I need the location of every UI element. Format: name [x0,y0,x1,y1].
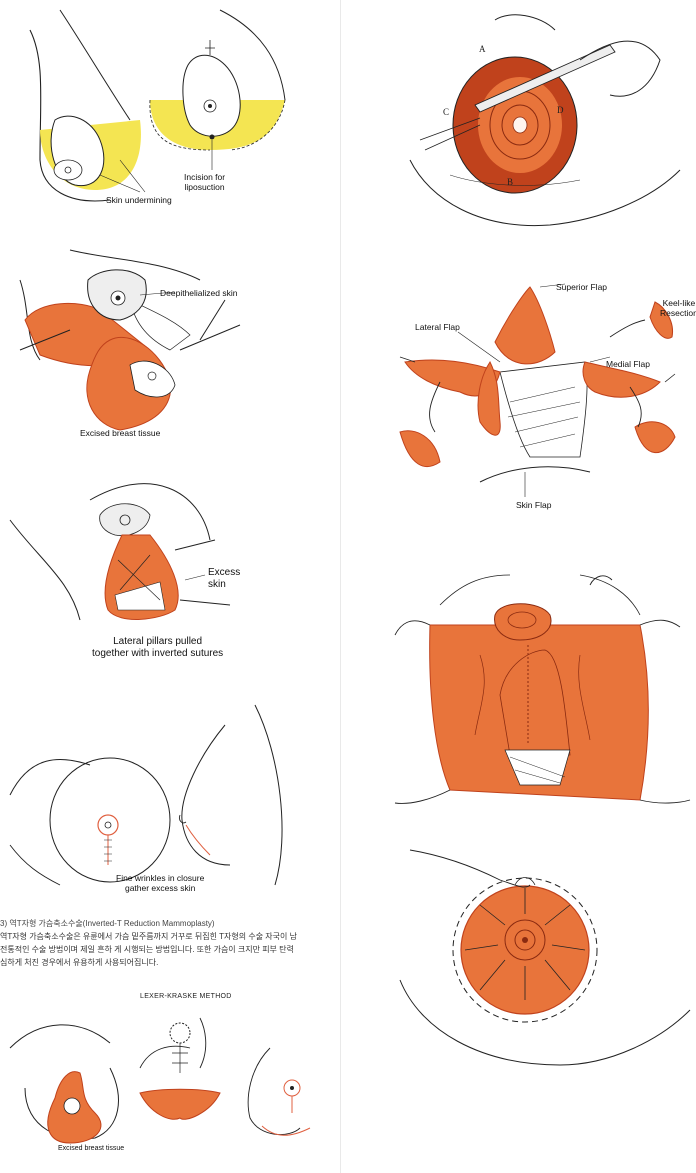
flaps-drawing [399,283,676,497]
illustration-flaps: Superior Flap Keel-like Resection Latera… [380,262,696,522]
letter-d: D [557,105,564,115]
illustration-incision-abcd: A B C D [380,0,696,240]
lateral-pillars-drawing [9,483,231,621]
label-skin-flap: Skin Flap [516,500,552,510]
illustration-skin-undermining: Skin undermining Incision for liposuctio… [0,0,340,220]
letter-a: A [479,44,486,54]
column-divider [340,0,341,1173]
label-fine-wrinkles: Fine wrinkles in closure gather excess s… [116,873,205,893]
label-incision: Incision for liposuction [184,172,226,192]
lexer-kraske-drawing [9,1017,311,1144]
closure-flaps-drawing [394,574,691,804]
korean-line-2: 전통적인 수술 방법이며 제일 흔하 게 시행되는 방법입니다. 또한 가슴이 … [0,945,294,954]
letter-b: B [507,177,514,187]
fine-wrinkles-drawing [9,704,283,886]
skin-undermining-drawing [29,9,286,202]
label-skin-undermining: Skin undermining [106,195,172,205]
illustration-fine-wrinkles: Fine wrinkles in closure gather excess s… [0,695,340,895]
purse-string-drawing [399,849,691,1066]
label-deepithelialized: Deepithelialized skin [160,288,238,298]
korean-description: 3) 역T자형 가슴축소수술(Inverted-T Reduction Mamm… [0,918,340,968]
label-medial-flap: Medial Flap [606,359,650,369]
illustration-purse-string [380,830,696,1080]
illustration-deepithelialized: Deepithelialized skin Excised breast tis… [0,240,340,460]
illustration-lateral-pillars: Excess skin Lateral pillars pulled toget… [0,470,340,670]
korean-title: 3) 역T자형 가슴축소수술(Inverted-T Reduction Mamm… [0,919,215,928]
label-superior-flap: Superior Flap [556,282,608,292]
korean-line-3: 심하게 처진 경우에서 유용하게 사용되어집니다. [0,958,159,967]
illustration-closure-flaps [380,545,696,810]
label-lateral-flap: Lateral Flap [415,322,460,332]
incision-abcd-drawing [409,14,681,227]
korean-line-1: 역T자형 가슴축소수술은 유륜에서 가슴 밑주름까지 거꾸로 뒤집힌 T자형의 … [0,932,297,941]
label-keel-resection: Keel-like Resection [660,298,696,318]
illustration-lexer-kraske: LEXER-KRASKE METHOD Excised breast tissu… [0,988,340,1158]
deepithelialized-drawing [19,249,241,431]
label-excised-tissue-2: Excised breast tissue [58,1145,125,1152]
method-title: LEXER-KRASKE METHOD [140,993,232,1000]
label-excised-tissue: Excised breast tissue [80,428,161,438]
letter-c: C [443,107,450,117]
label-lateral-pillars: Lateral pillars pulled together with inv… [92,636,224,659]
label-excess-skin: Excess skin [208,567,241,590]
